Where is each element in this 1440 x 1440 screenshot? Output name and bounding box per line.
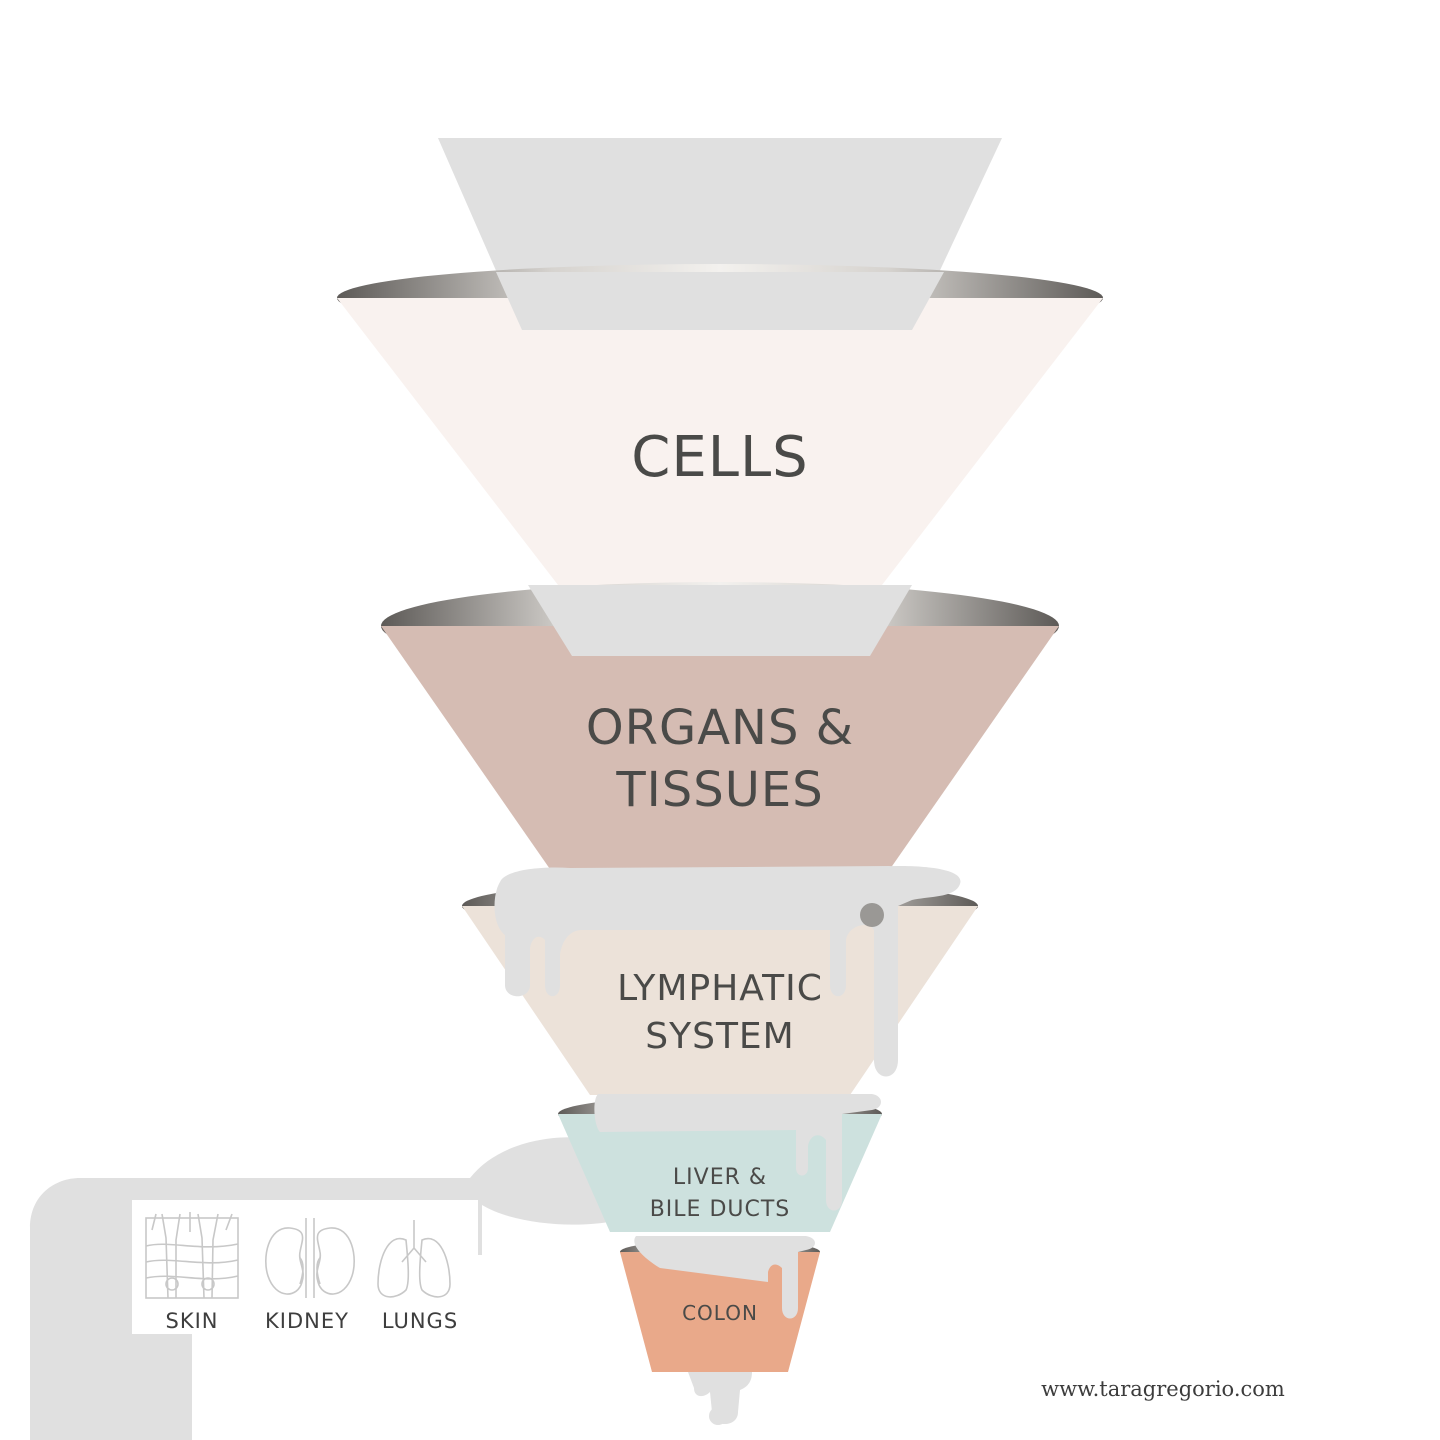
colon-funnel-body [620, 1252, 820, 1372]
lungs-label: LUNGS [382, 1309, 458, 1333]
cells-funnel-body [337, 298, 1103, 585]
website-url: www.taragregorio.com [1041, 1377, 1285, 1401]
lymphatic-label-line2: SYSTEM [645, 1016, 795, 1057]
cells-label: CELLS [631, 425, 808, 490]
colon-label: COLON [682, 1301, 758, 1325]
liver-label-line2: BILE DUCTS [650, 1197, 791, 1222]
elimination-organs-panel: SKIN KIDNEY LUNGS [132, 1200, 478, 1334]
organs-funnel: ORGANS & TISSUES [381, 582, 1059, 872]
toxin-block-middle [528, 585, 912, 656]
lymphatic-funnel-body [462, 906, 978, 1095]
skin-label: SKIN [165, 1309, 218, 1333]
kidney-label: KIDNEY [265, 1309, 349, 1333]
toxin-block-top-inner [496, 272, 944, 330]
organs-label-line2: TISSUES [615, 762, 823, 818]
organs-funnel-body [381, 626, 1059, 872]
cells-funnel: CELLS [337, 264, 1103, 585]
kidney-icon [265, 1218, 355, 1298]
toxin-overflow-liver [594, 1094, 881, 1211]
liver-label-line1: LIVER & [673, 1165, 767, 1190]
lymphatic-label-line1: LYMPHATIC [617, 968, 823, 1009]
skin-icon [145, 1212, 239, 1299]
organs-label-line1: ORGANS & [586, 700, 854, 756]
toxin-overflow-colon [634, 1236, 815, 1425]
lungs-icon [377, 1220, 451, 1298]
toxin-overflow-lymphatic [494, 866, 961, 1077]
